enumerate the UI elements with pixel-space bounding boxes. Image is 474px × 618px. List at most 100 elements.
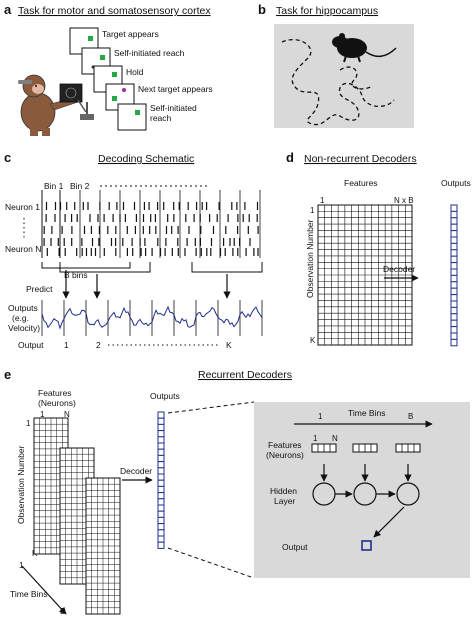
output-arrow xyxy=(373,506,405,538)
panel-b-title: Task for hippocampus xyxy=(276,5,378,17)
output-cell xyxy=(157,541,165,549)
output-cell xyxy=(157,430,165,438)
target-marker xyxy=(88,36,93,41)
output-cell xyxy=(450,249,458,257)
zoom-line-top xyxy=(167,401,255,414)
step-target-appears: Target appears xyxy=(102,29,159,39)
output-cell xyxy=(450,313,458,321)
panel-a: a Task for motor and somatosensory corte… xyxy=(4,2,213,136)
predict-label: Predict xyxy=(26,284,53,294)
feature-matrix xyxy=(317,204,413,346)
step-self-initiated: Self-initiated xyxy=(150,103,197,113)
output-index-label: Output xyxy=(18,340,44,350)
output-cell xyxy=(157,473,165,481)
output-cell xyxy=(450,281,458,289)
output-cell xyxy=(157,479,165,487)
time-bins-1-label: 1 xyxy=(19,561,24,570)
output-cell xyxy=(157,485,165,494)
feature-1-label: 1 xyxy=(40,410,45,419)
feature-n-label: N xyxy=(64,410,70,419)
output-cell xyxy=(450,255,458,264)
monkey-illustration xyxy=(18,74,94,136)
output-vector xyxy=(157,411,165,549)
output-cell xyxy=(450,230,458,238)
target-marker xyxy=(100,55,105,60)
trajectory-path xyxy=(281,39,395,126)
row-k-label: K xyxy=(310,336,316,345)
target-marker xyxy=(112,96,117,101)
output-cell xyxy=(450,223,458,232)
output-cell xyxy=(157,492,165,500)
output-cell xyxy=(157,442,165,450)
outputs-label: Outputs xyxy=(150,391,180,401)
output-cell xyxy=(157,510,165,518)
neuron-n-label: Neuron N xyxy=(5,244,41,254)
inset-time-bins-label: Time Bins xyxy=(348,408,385,418)
panel-d-label: d xyxy=(286,150,294,165)
inset-time-b-label: B xyxy=(408,412,413,421)
outputs-velocity-label: Velocity) xyxy=(8,323,40,333)
output-cell xyxy=(157,411,165,419)
output-2-label: 2 xyxy=(96,340,101,350)
rat-illustration xyxy=(332,33,397,63)
output-cell xyxy=(450,236,458,244)
inset-time-1-label: 1 xyxy=(318,412,323,421)
neurons-label: (Neurons) xyxy=(38,398,76,408)
row-1-label: 1 xyxy=(310,206,315,215)
output-cell xyxy=(450,217,458,225)
step-hold: Hold xyxy=(126,67,144,77)
output-trace xyxy=(41,305,263,330)
screen-5 xyxy=(117,103,147,131)
output-cell xyxy=(157,516,165,525)
panel-b: b Task for hippocampus xyxy=(258,2,414,128)
output-cell xyxy=(450,210,458,219)
output-k-label: K xyxy=(226,340,232,350)
feature-nxb-label: N x B xyxy=(394,196,414,205)
inset-features-label: Features xyxy=(268,440,302,450)
time-bins-arrow xyxy=(21,565,67,615)
output-cell xyxy=(157,523,165,531)
panel-b-label: b xyxy=(258,2,266,17)
recurrent-inset: 1 Time Bins B Features (Neurons) 1 N Hid… xyxy=(254,402,470,578)
task-screens xyxy=(69,27,147,131)
panel-e-label: e xyxy=(4,367,11,382)
target-marker xyxy=(112,72,117,77)
observation-number-label: Observation Number xyxy=(16,445,26,524)
output-cell xyxy=(157,535,165,543)
inset-neurons-label: (Neurons) xyxy=(266,450,304,460)
panel-d-title: Non-recurrent Decoders xyxy=(304,153,417,165)
output-cell xyxy=(450,338,458,347)
output-cell xyxy=(157,423,165,432)
outputs-label: Outputs xyxy=(441,178,471,188)
output-cell xyxy=(450,332,458,340)
step-reach: reach xyxy=(150,113,172,123)
output-cell xyxy=(450,262,458,270)
outputs-label: Outputs xyxy=(8,303,38,313)
b-bins-label: B bins xyxy=(64,270,88,280)
output-cell xyxy=(157,467,165,475)
step-self-initiated-reach: Self-initiated reach xyxy=(114,48,185,58)
output-cell xyxy=(450,274,458,283)
panel-e-title: Recurrent Decoders xyxy=(198,369,292,381)
output-cell xyxy=(157,498,165,506)
panel-c-title: Decoding Schematic xyxy=(98,153,194,165)
time-bins-b-label: B xyxy=(60,607,65,616)
output-bin-ticks xyxy=(41,300,263,336)
zoom-line-bottom xyxy=(167,547,255,579)
output-cell xyxy=(450,287,458,296)
output-cell xyxy=(450,268,458,276)
inset-feature-rows xyxy=(311,443,421,453)
panel-c: c Decoding Schematic Bin 1 Bin 2 Neuron … xyxy=(4,150,263,350)
stacked-feature-matrices xyxy=(33,417,121,615)
output-unit xyxy=(361,540,372,551)
output-cell xyxy=(450,204,458,212)
output-cell xyxy=(157,504,165,512)
output-cell xyxy=(450,319,458,328)
output-cell xyxy=(450,306,458,315)
panel-d: d Non-recurrent Decoders Features Output… xyxy=(286,150,471,347)
bin-2-label: Bin 2 xyxy=(70,181,90,191)
next-target-marker xyxy=(122,88,126,92)
features-label: Features xyxy=(344,178,378,188)
panel-c-label: c xyxy=(4,150,11,165)
decoder-label: Decoder xyxy=(120,466,152,476)
